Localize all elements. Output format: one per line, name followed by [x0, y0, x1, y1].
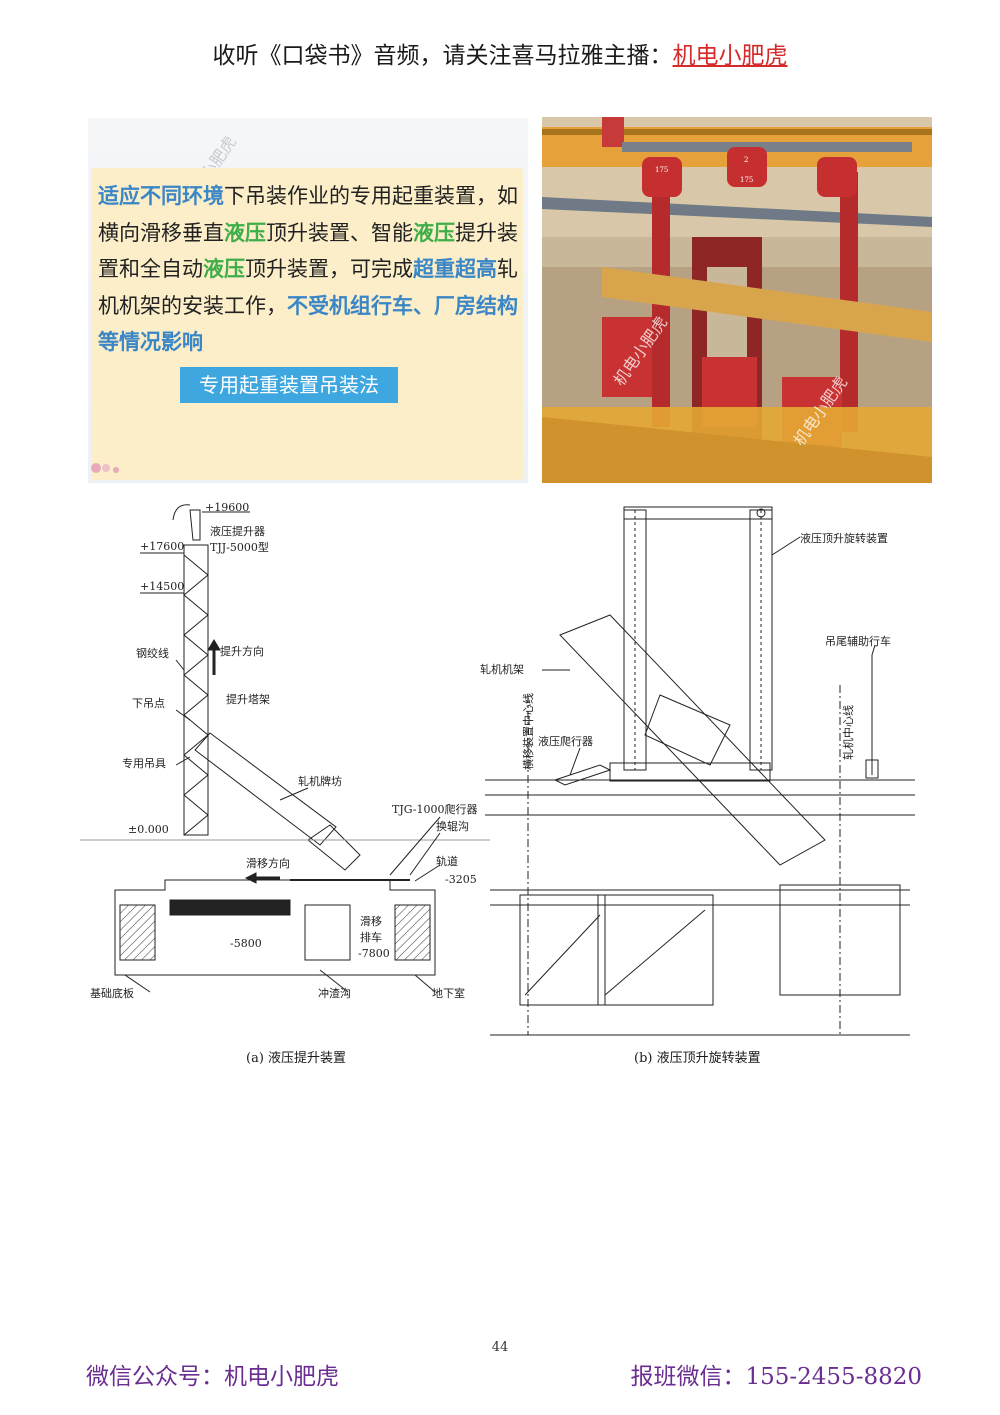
label: 下吊点: [132, 697, 165, 710]
label: +17600: [140, 540, 184, 553]
callout-segment: 液压: [413, 219, 455, 245]
figure-a-caption: (a) 液压提升装置: [246, 1051, 347, 1066]
label: 滑移方向: [246, 856, 290, 870]
label: 钢绞线: [136, 646, 169, 660]
mill-frame: [559, 614, 826, 866]
lift-tower: [183, 544, 209, 836]
decorative-mark: [91, 463, 119, 473]
photo-label: 2: [744, 156, 748, 164]
label: -5800: [230, 937, 262, 950]
label: 液压爬行器: [538, 734, 593, 748]
label: TJG-1000爬行器: [392, 803, 477, 816]
mill-housing: [194, 732, 337, 846]
page-number: 44: [491, 1340, 509, 1355]
label: 地下室: [432, 986, 465, 1000]
label: 专用吊具: [122, 756, 166, 770]
figure-b-caption: (b) 液压顶升旋转装置: [634, 1051, 761, 1066]
label: 横移装置中心线: [521, 693, 535, 770]
label: 液压提升器: [210, 524, 265, 538]
label: 排车: [360, 930, 382, 944]
figure-b-hydraulic-jack-rotate: 液压顶升旋转装置 吊尾辅助行车 轧机机架 液压爬行器 横移装置中心线 轧机中心线: [480, 506, 915, 1036]
photo-label: 175: [740, 176, 753, 184]
label: 吊尾辅助行车: [825, 634, 891, 648]
header-text: 收听《口袋书》音频，请关注喜马拉雅主播：: [212, 43, 673, 69]
method-tag: 专用起重装置吊装法: [180, 367, 398, 403]
callout-segment: 轧机机架的安装工作，: [98, 257, 518, 318]
label: 提升塔架: [226, 693, 270, 706]
label: 换辊沟: [436, 819, 469, 833]
label: 轧机牌坊: [298, 774, 342, 788]
slide-cart: [169, 899, 291, 916]
photo-label: 175: [655, 166, 668, 174]
label: 轧机中心线: [841, 705, 855, 760]
label: 提升方向: [220, 644, 264, 658]
callout-box: [91, 168, 523, 480]
callout-segment: 不受机组行车、厂房结构等情况影响: [98, 292, 518, 355]
label: 液压顶升旋转装置: [800, 531, 888, 545]
callout-segment: 适应不同环境: [98, 183, 224, 208]
label: 滑移: [360, 915, 382, 928]
label: 冲渣沟: [318, 986, 351, 1000]
footer-contact: 报班微信：155-2455-8820: [630, 1364, 922, 1390]
callout-segment: 顶升装置、智能: [266, 220, 413, 245]
footer-wechat-account: 微信公众号：机电小肥虎: [86, 1364, 339, 1390]
callout-segment: 液压: [224, 219, 266, 245]
header-highlight: 机电小肥虎: [672, 43, 788, 69]
label: 轨道: [436, 854, 458, 868]
label: +19600: [205, 501, 249, 514]
label: ±0.000: [128, 823, 169, 836]
callout-segment: 提升装置和全自动: [98, 220, 518, 282]
label: TJJ-5000型: [210, 540, 269, 554]
label: -3205: [445, 873, 477, 886]
page-header: 收听《口袋书》音频，请关注喜马拉雅主播：机电小肥虎: [0, 36, 1000, 70]
label: -7800: [358, 947, 390, 960]
callout-segment: 顶升装置，可完成: [245, 257, 413, 281]
label: 基础底板: [90, 986, 134, 1000]
callout-card: 机电小肥虎 适应不同环境下吊装作业的专用起重装置，如横向滑移垂直液压顶升装置、智…: [88, 118, 528, 483]
callout-segment: 超重超高: [413, 256, 497, 281]
installation-photo: 175 2 175 机电小肥虎 机电小肥虎: [542, 117, 932, 483]
callout-segment: 液压: [203, 256, 245, 281]
callout-segment: 下吊装作业的专用起重装置，如横向滑移垂直: [98, 184, 518, 245]
callout-text: 适应不同环境下吊装作业的专用起重装置，如横向滑移垂直液压顶升装置、智能液压提升装…: [98, 178, 518, 361]
label: +14500: [140, 580, 184, 593]
figure-a-hydraulic-lift: +19600 液压提升器 TJJ-5000型 +17600 +14500 钢绞线…: [80, 501, 490, 1000]
label: 轧机机架: [480, 662, 524, 676]
